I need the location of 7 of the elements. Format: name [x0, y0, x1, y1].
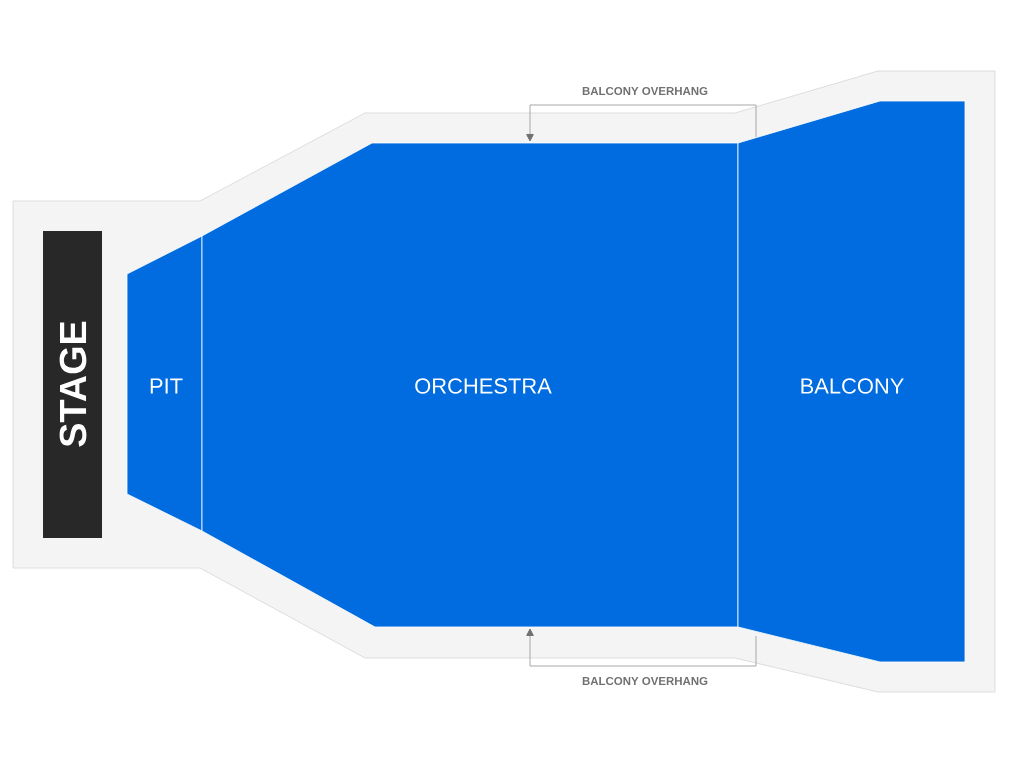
bracket-arrow — [526, 104, 757, 142]
stage: STAGE — [43, 231, 102, 538]
edge-label: BALCONY OVERHANG — [582, 676, 708, 686]
edge-label: BALCONY OVERHANG — [582, 86, 708, 96]
bracket-arrow — [526, 628, 757, 667]
seating-section: PIT — [126, 235, 203, 532]
seating-section: BALCONY — [737, 100, 966, 663]
